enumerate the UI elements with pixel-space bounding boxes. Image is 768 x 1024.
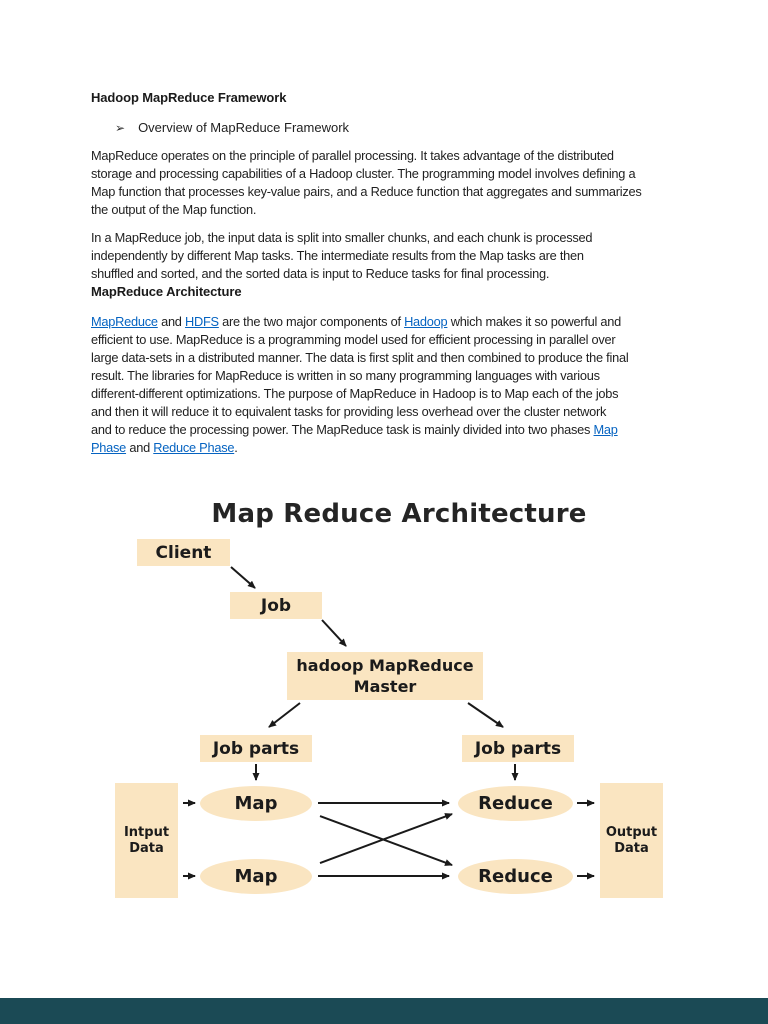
node-input-label-line2: Data [129, 840, 164, 856]
text-segment: large data-sets in a distributed manner.… [91, 350, 629, 365]
text-segment: result. The libraries for MapReduce is w… [91, 368, 600, 383]
text-line: efficient to use. MapReduce is a program… [91, 331, 683, 349]
text-line: shuffled and sorted, and the sorted data… [91, 266, 550, 281]
text-segment: which makes it so powerful and [447, 314, 622, 329]
node-job-parts-right: Job parts [462, 735, 574, 762]
text-segment: . [234, 440, 238, 455]
hyperlink[interactable]: Hadoop [404, 314, 448, 329]
node-output-data: Output Data [600, 783, 663, 898]
node-job-parts-right-label: Job parts [474, 738, 562, 759]
node-hadoop-mapreduce-master: hadoop MapReduce Master [287, 652, 483, 700]
mapreduce-architecture-diagram: Map Reduce Architecture Client Job [0, 497, 768, 912]
node-job-parts-left-label: Job parts [212, 738, 300, 759]
node-client: Client [137, 539, 230, 566]
text-line: different-different optimizations. The p… [91, 385, 683, 403]
diagram-title: Map Reduce Architecture [211, 499, 587, 529]
text-line: and then it will reduce it to equivalent… [91, 403, 683, 421]
hyperlink[interactable]: Phase [91, 440, 127, 455]
text-line: Phase and Reduce Phase. [91, 439, 683, 457]
diagram-arrows [183, 566, 595, 880]
text-line: independently by different Map tasks. Th… [91, 248, 584, 263]
node-reduce-2-label: Reduce [478, 866, 553, 887]
node-map-2-label: Map [234, 866, 278, 887]
node-input-label-line1: Intput [123, 824, 170, 840]
text-line: the output of the Map function. [91, 202, 257, 217]
paragraph-architecture: MapReduce and HDFS are the two major com… [91, 313, 683, 457]
text-segment: and to reduce the processing power. The … [91, 422, 594, 437]
node-output-label-line1: Output [605, 824, 658, 840]
viewer-footer-bar [0, 998, 768, 1024]
text-segment: and [157, 314, 185, 329]
node-map-1-label: Map [234, 793, 278, 814]
node-client-label: Client [155, 542, 212, 563]
node-job-parts-left: Job parts [200, 735, 312, 762]
node-job: Job [230, 592, 322, 619]
node-master-label-line1: hadoop MapReduce [296, 656, 474, 675]
text-line: In a MapReduce job, the input data is sp… [91, 230, 593, 245]
arrow-bullet-icon: ➢ [115, 121, 126, 135]
text-line: result. The libraries for MapReduce is w… [91, 367, 683, 385]
hyperlink[interactable]: HDFS [184, 314, 219, 329]
node-map-1: Map [200, 786, 312, 821]
text-line: Map function that processes key-value pa… [91, 184, 642, 199]
node-reduce-1-label: Reduce [478, 793, 553, 814]
hyperlink[interactable]: Map [593, 422, 618, 437]
paragraph-job: In a MapReduce job, the input data is sp… [91, 229, 683, 283]
section-heading-architecture: MapReduce Architecture [91, 284, 242, 299]
node-job-label: Job [260, 595, 292, 616]
hyperlink[interactable]: Reduce Phase [153, 440, 235, 455]
hyperlink[interactable]: MapReduce [91, 314, 158, 329]
text-segment: are the two major components of [218, 314, 405, 329]
text-line: storage and processing capabilities of a… [91, 166, 636, 181]
text-line: MapReduce operates on the principle of p… [91, 148, 614, 163]
node-reduce-1: Reduce [458, 786, 573, 821]
text-line: large data-sets in a distributed manner.… [91, 349, 683, 367]
text-segment: and then it will reduce it to equivalent… [91, 404, 607, 419]
bullet-text: Overview of MapReduce Framework [138, 120, 350, 135]
node-input-data: Intput Data [115, 783, 178, 898]
document-body: Hadoop MapReduce Framework ➢ Overview of… [91, 89, 683, 457]
text-line: and to reduce the processing power. The … [91, 421, 683, 439]
doc-heading: Hadoop MapReduce Framework [91, 90, 287, 105]
text-segment: and [126, 440, 154, 455]
text-line: MapReduce and HDFS are the two major com… [91, 313, 683, 331]
node-output-label-line2: Data [614, 840, 649, 856]
node-map-2: Map [200, 859, 312, 894]
text-segment: efficient to use. MapReduce is a program… [91, 332, 616, 347]
bullet-item: ➢ Overview of MapReduce Framework [91, 119, 683, 137]
paragraph-overview: MapReduce operates on the principle of p… [91, 147, 683, 219]
node-reduce-2: Reduce [458, 859, 573, 894]
node-master-label-line2: Master [353, 677, 417, 696]
text-segment: different-different optimizations. The p… [91, 386, 619, 401]
